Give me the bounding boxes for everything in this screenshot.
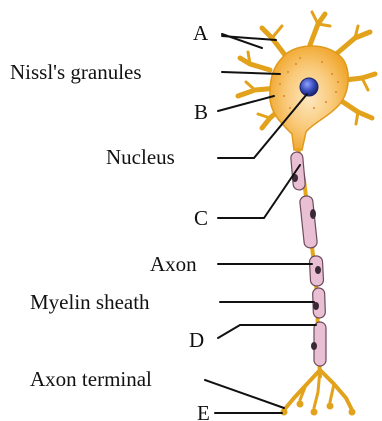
labels: A Nissl's granules B Nucleus C Axon Myel… bbox=[10, 21, 210, 421]
leader-b bbox=[218, 96, 274, 111]
leader-terminal bbox=[205, 380, 284, 408]
label-axon: Axon bbox=[150, 252, 197, 276]
leader-nissl bbox=[222, 72, 280, 74]
myelin-sheath bbox=[290, 152, 326, 366]
leader-d bbox=[218, 325, 316, 338]
label-nissl-granules: Nissl's granules bbox=[10, 60, 142, 84]
label-b: B bbox=[194, 100, 208, 124]
label-nucleus: Nucleus bbox=[106, 145, 175, 169]
label-axon-terminal: Axon terminal bbox=[30, 367, 152, 391]
nucleus bbox=[300, 78, 318, 96]
label-myelin-sheath: Myelin sheath bbox=[30, 290, 150, 314]
cell-body bbox=[270, 46, 348, 150]
label-e: E bbox=[197, 401, 210, 421]
label-a: A bbox=[193, 21, 209, 45]
leader-c bbox=[218, 165, 300, 218]
label-d: D bbox=[189, 328, 204, 352]
axon-terminal bbox=[281, 370, 356, 416]
label-c: C bbox=[194, 206, 208, 230]
